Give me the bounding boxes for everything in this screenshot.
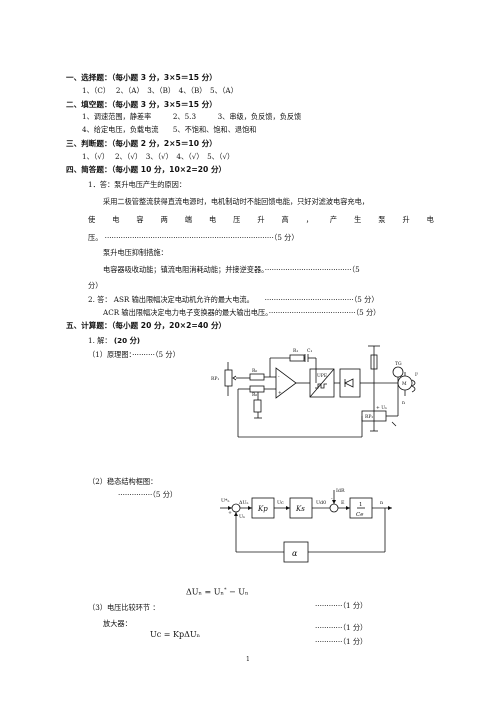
q1-body-2-char: 容: [136, 215, 144, 224]
q1-body-2-char: 泵: [378, 215, 386, 224]
bd-ks: Ks: [295, 505, 305, 513]
q1-body-2-char: 生: [354, 215, 362, 224]
section-2-heading: 二、填空题：（每小题 3 分，3×5＝15 分）: [66, 100, 217, 109]
field-current-label: Iᶠ: [415, 372, 419, 378]
solution-label: 1. 解： (20 分): [88, 337, 140, 344]
section-1-heading: 一、选择题：（每小题 3 分，3×5＝15 分）: [66, 73, 217, 82]
q1-body-2-char: 使: [88, 215, 96, 224]
q1-body-2-char: 两: [160, 215, 168, 224]
n-label: n: [402, 401, 405, 406]
r0-label-top: R₀: [252, 368, 257, 374]
section-3-answers: 1、（√） 2、（√） 3、（√） 4、（√） 5、（√）: [82, 152, 235, 161]
q1-body-2-char: 产: [329, 215, 338, 224]
plus-un-label: + Uₙ: [376, 405, 387, 411]
q1-title: 1．答：泵升电压产生的原因：: [88, 180, 187, 189]
section-4-heading: 四、简答题：（每小题 10 分，10×2=20 分）: [66, 165, 227, 174]
eq1-op: −: [229, 587, 236, 597]
r1-label: R₁: [293, 348, 298, 354]
bd-ud0: Ud0: [316, 500, 326, 506]
bd-n: n: [380, 501, 383, 506]
page-number: 1: [246, 656, 250, 663]
section-5-heading: 五、计算题：（每小题 20 分，20×2=40 分）: [66, 321, 227, 330]
eq1-a: Uₙ: [213, 587, 224, 597]
q1-body-2-char: 电: [112, 215, 120, 224]
q1-body-2-char: 压: [233, 215, 241, 224]
points-3: ············（1 分）: [315, 637, 368, 646]
q2-line-2: ACR 输出限幅决定电力电子变换器的最大输出电压。···············…: [103, 308, 381, 317]
eq1-star: *: [223, 587, 227, 593]
q1-measure-end: 分）: [88, 281, 103, 290]
points-2: ············（1 分）: [315, 623, 368, 632]
points-1: ············（1 分）: [315, 601, 368, 610]
q1-body-2-char: 升: [257, 215, 265, 224]
q1-body-2-char: 电: [208, 215, 217, 224]
section-3-heading: 三、判断题：（每小题 2 分，2×5＝10 分）: [66, 139, 217, 148]
eq1-equals: =: [204, 587, 212, 597]
eq2-rhs: KpΔUₙ: [173, 630, 201, 639]
q1-body-2-char: ，: [305, 215, 313, 224]
upe-label: UPE: [317, 373, 327, 379]
q1-body-2: 使 电 容 两 端 电 压 升 高 ， 产 生 泵 升 电: [88, 216, 434, 223]
q1-body-2-char: 升: [402, 215, 410, 224]
eq2-equals: =: [163, 630, 171, 639]
bd-minus: -: [331, 497, 333, 502]
bd-un-star: U*ₙ: [221, 498, 230, 504]
rp2-label: RP₂: [365, 414, 373, 420]
eq1-lhs: ΔUₙ: [186, 587, 202, 597]
equation-1: ΔUₙ = Uₙ* − Uₙ: [186, 588, 248, 597]
rp1-label: RP₁: [211, 376, 219, 382]
eq2-lhs: Uc: [150, 630, 162, 639]
q1-measure-body: 电容器吸收动能；镇流电阻消耗动能；并接逆变器。·················…: [103, 265, 360, 274]
section-2-line-1: 1、调速范围，静差率 2、5.3 3、串级，负反馈，负反馈: [82, 112, 302, 121]
q1-body-2-char: 端: [184, 215, 192, 224]
steady-state-points: ···············（5 分）: [118, 490, 178, 499]
r0-label-bottom: R₀: [252, 392, 257, 398]
q1-body-2-char: 电: [426, 215, 434, 224]
bd-frac-num: 1: [359, 502, 363, 508]
opamp-plus: +: [278, 390, 282, 396]
solution-points: (20 分): [113, 336, 141, 345]
c1-label: C₁: [307, 348, 312, 354]
equation-2: Uc = KpΔUₙ: [150, 631, 200, 639]
q2-line-1: 2. 答： ASR 输出限幅决定电动机允许的最大电流。 ············…: [88, 295, 379, 304]
eq1-b: Uₙ: [238, 587, 249, 597]
q1-body-2-char: 高: [281, 215, 289, 224]
bd-e: E: [341, 500, 345, 506]
bd-delta-un: ΔUₙ: [239, 500, 249, 506]
solution-prefix: 1. 解：: [88, 336, 112, 345]
motor-label: M: [402, 381, 407, 387]
section-2-line-2: 4、给定电压，负载电流 5、不饱和、饱和、退饱和: [82, 125, 257, 134]
opamp-minus: -: [278, 375, 280, 380]
bd-alpha: α: [292, 549, 298, 558]
tg-label: TG: [395, 361, 402, 367]
amplifier-label: 放大器：: [103, 619, 132, 628]
bd-uc: Uc: [277, 500, 284, 506]
bd-idr: IdR: [336, 488, 345, 494]
section-1-answers: 1、（C） 2、（A） 3、（B） 4、（B） 5、（A）: [82, 86, 238, 95]
comparator-label: （3）电压比较环节 ：: [88, 603, 160, 612]
bd-plus: +: [228, 510, 232, 516]
bd-kp: Kp: [257, 505, 268, 513]
steady-state-label: （2）稳态结构框图：: [88, 477, 158, 486]
q1-body-3: 压。 ·····································…: [88, 233, 299, 242]
principle-diagram-label: （1）原理图：··········（5 分）: [88, 350, 180, 359]
q1-body-1: 采用二极管整流获得直流电源时，电机制动时不能回馈电能，只好对滤波电容充电，: [103, 197, 369, 206]
bd-frac-den: Ce: [356, 512, 364, 518]
q1-measure-title: 泵升电压抑制措施：: [103, 248, 168, 257]
bd-un: Uₙ: [239, 514, 245, 520]
